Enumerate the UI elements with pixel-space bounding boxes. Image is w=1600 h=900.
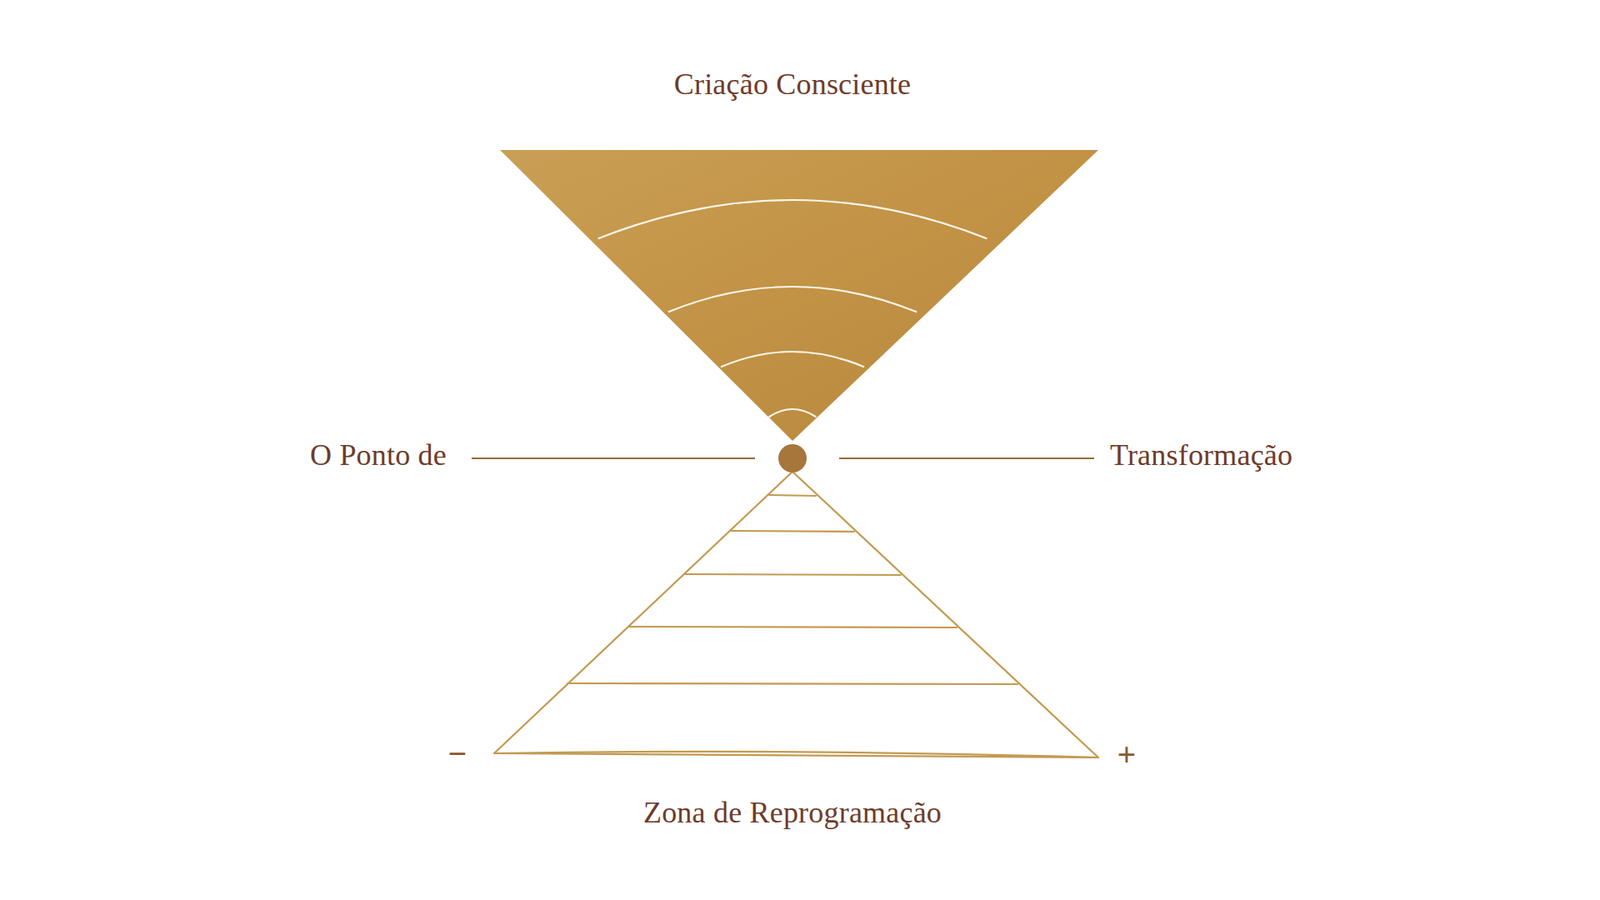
arc-line	[669, 286, 917, 312]
arc-line	[721, 351, 864, 367]
side-label: O Ponto de	[310, 439, 447, 473]
arc-line	[769, 409, 815, 417]
diagram-title: Criação Consciente	[674, 68, 912, 102]
level-line	[567, 683, 1018, 685]
base-line	[494, 751, 1099, 758]
base-label: Zona de Reprogramação	[643, 796, 942, 830]
right-rule	[839, 457, 1095, 460]
side-label: Transformação	[1110, 439, 1293, 473]
upper-triangle	[500, 150, 1099, 441]
lower-triangle	[494, 471, 1099, 758]
upper-arcs	[599, 200, 987, 417]
minus-sign: −	[448, 735, 468, 773]
level-line	[730, 530, 855, 532]
level-line	[628, 626, 957, 628]
level-line	[684, 574, 900, 575]
transformation-point	[778, 444, 807, 473]
level-line	[769, 495, 816, 496]
lower-lines	[494, 495, 1099, 758]
left-rule	[471, 457, 755, 460]
plus-sign: +	[1117, 736, 1137, 774]
arc-line	[599, 200, 987, 239]
